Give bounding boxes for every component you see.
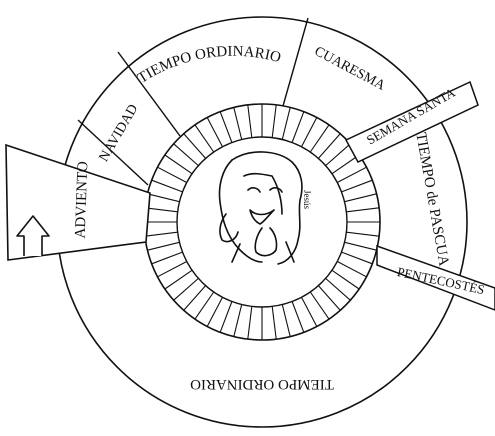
week-tick [165, 270, 192, 289]
label-adviento: ADVIENTO [73, 161, 92, 239]
label-tiempo-ordinario-2: TIEMPO ORDINARIO [190, 376, 334, 392]
week-tick [326, 278, 351, 300]
week-tick [302, 297, 317, 326]
week-tick [342, 180, 373, 192]
week-tick [310, 125, 329, 152]
label-tiempo-de-pascua: TIEMPO de PASCUA [412, 131, 451, 267]
week-tick [310, 292, 329, 319]
week-tick [184, 134, 206, 159]
week-tick [234, 107, 242, 139]
week-tick [147, 242, 179, 250]
week-tick [292, 302, 304, 333]
week-tick [342, 252, 373, 264]
week-tick [158, 167, 187, 182]
week-tick [346, 232, 379, 236]
week-tick [207, 297, 222, 326]
week-tick [248, 306, 252, 339]
divider-ordinario-cuaresma [283, 18, 308, 106]
week-tick [145, 232, 178, 236]
week-tick [195, 292, 214, 319]
label-navidad: NAVIDAD [97, 102, 142, 165]
week-tick [152, 252, 183, 264]
week-tick [337, 167, 366, 182]
week-tick [282, 107, 290, 139]
week-tick [158, 262, 187, 277]
week-tick [195, 125, 214, 152]
week-tick [346, 208, 379, 212]
week-tick [302, 118, 317, 147]
week-tick [345, 194, 377, 202]
week-tick [318, 286, 340, 311]
week-tick [272, 105, 276, 138]
week-tick [152, 180, 183, 192]
week-tick [234, 305, 242, 337]
week-tick [326, 144, 351, 166]
week-tick [174, 278, 199, 300]
week-tick [184, 286, 206, 311]
week-tick [207, 118, 222, 147]
week-tick [165, 155, 192, 174]
week-tick [220, 112, 232, 143]
week-tick [292, 112, 304, 143]
label-tiempo-ordinario-1: TIEMPO ORDINARIO [135, 44, 283, 87]
week-tick [220, 302, 232, 333]
jesus-portrait-icon [220, 152, 302, 264]
week-tick [147, 194, 179, 202]
week-tick [272, 306, 276, 339]
week-tick [248, 105, 252, 138]
week-tick [145, 208, 178, 212]
week-tick [282, 305, 290, 337]
week-tick [345, 242, 377, 250]
center-label-jesus: Jesús [302, 190, 312, 209]
week-tick [318, 134, 340, 159]
week-tick [337, 262, 366, 277]
week-tick [174, 144, 199, 166]
week-tick [332, 270, 359, 289]
